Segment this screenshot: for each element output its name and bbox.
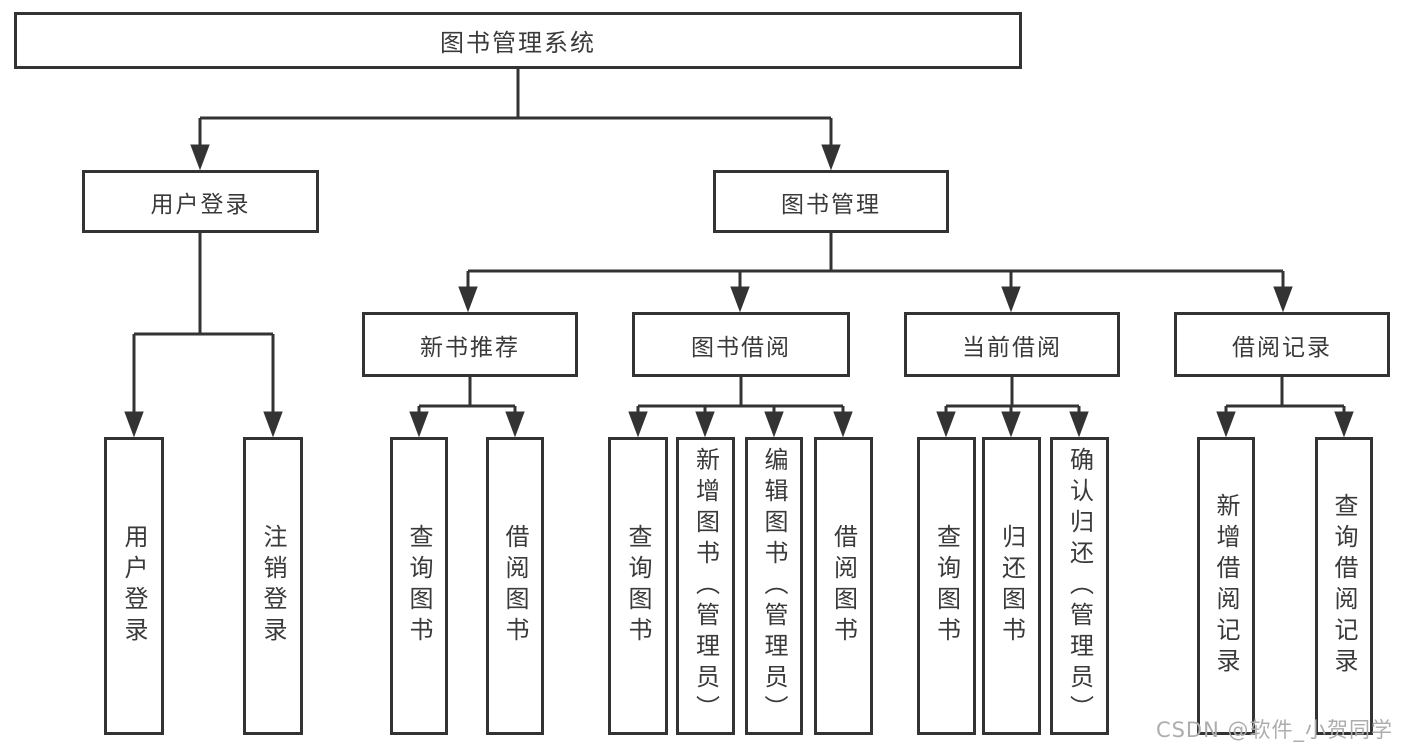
leaf-query-books-current: 查询图书 — [917, 437, 976, 735]
leaf-confirm-return-admin: 确认归还（管理员） — [1050, 437, 1109, 735]
node-current-borrowing: 当前借阅 — [904, 312, 1120, 377]
leaf-borrow-books: 借阅图书 — [814, 437, 873, 735]
leaf-return-books: 归还图书 — [982, 437, 1041, 735]
leaf-query-borrow-record: 查询借阅记录 — [1315, 437, 1373, 735]
node-root-system: 图书管理系统 — [14, 12, 1022, 69]
csdn-watermark: CSDN @软件_小贺同学 — [1155, 718, 1393, 742]
leaf-edit-books-admin: 编辑图书（管理员） — [745, 437, 803, 735]
leaf-borrow-books-recommend: 借阅图书 — [486, 437, 544, 735]
node-book-borrowing: 图书借阅 — [632, 312, 850, 377]
leaf-add-borrow-record: 新增借阅记录 — [1197, 437, 1255, 735]
leaf-user-login: 用户登录 — [104, 437, 164, 735]
leaf-query-books-recommend: 查询图书 — [390, 437, 448, 735]
leaf-logout: 注销登录 — [243, 437, 303, 735]
leaf-query-books-borrow: 查询图书 — [608, 437, 668, 735]
node-borrowing-records: 借阅记录 — [1174, 312, 1390, 377]
node-book-management: 图书管理 — [713, 170, 949, 233]
node-user-login: 用户登录 — [82, 170, 319, 233]
node-new-book-recommend: 新书推荐 — [362, 312, 578, 377]
leaf-add-books-admin: 新增图书（管理员） — [676, 437, 735, 735]
